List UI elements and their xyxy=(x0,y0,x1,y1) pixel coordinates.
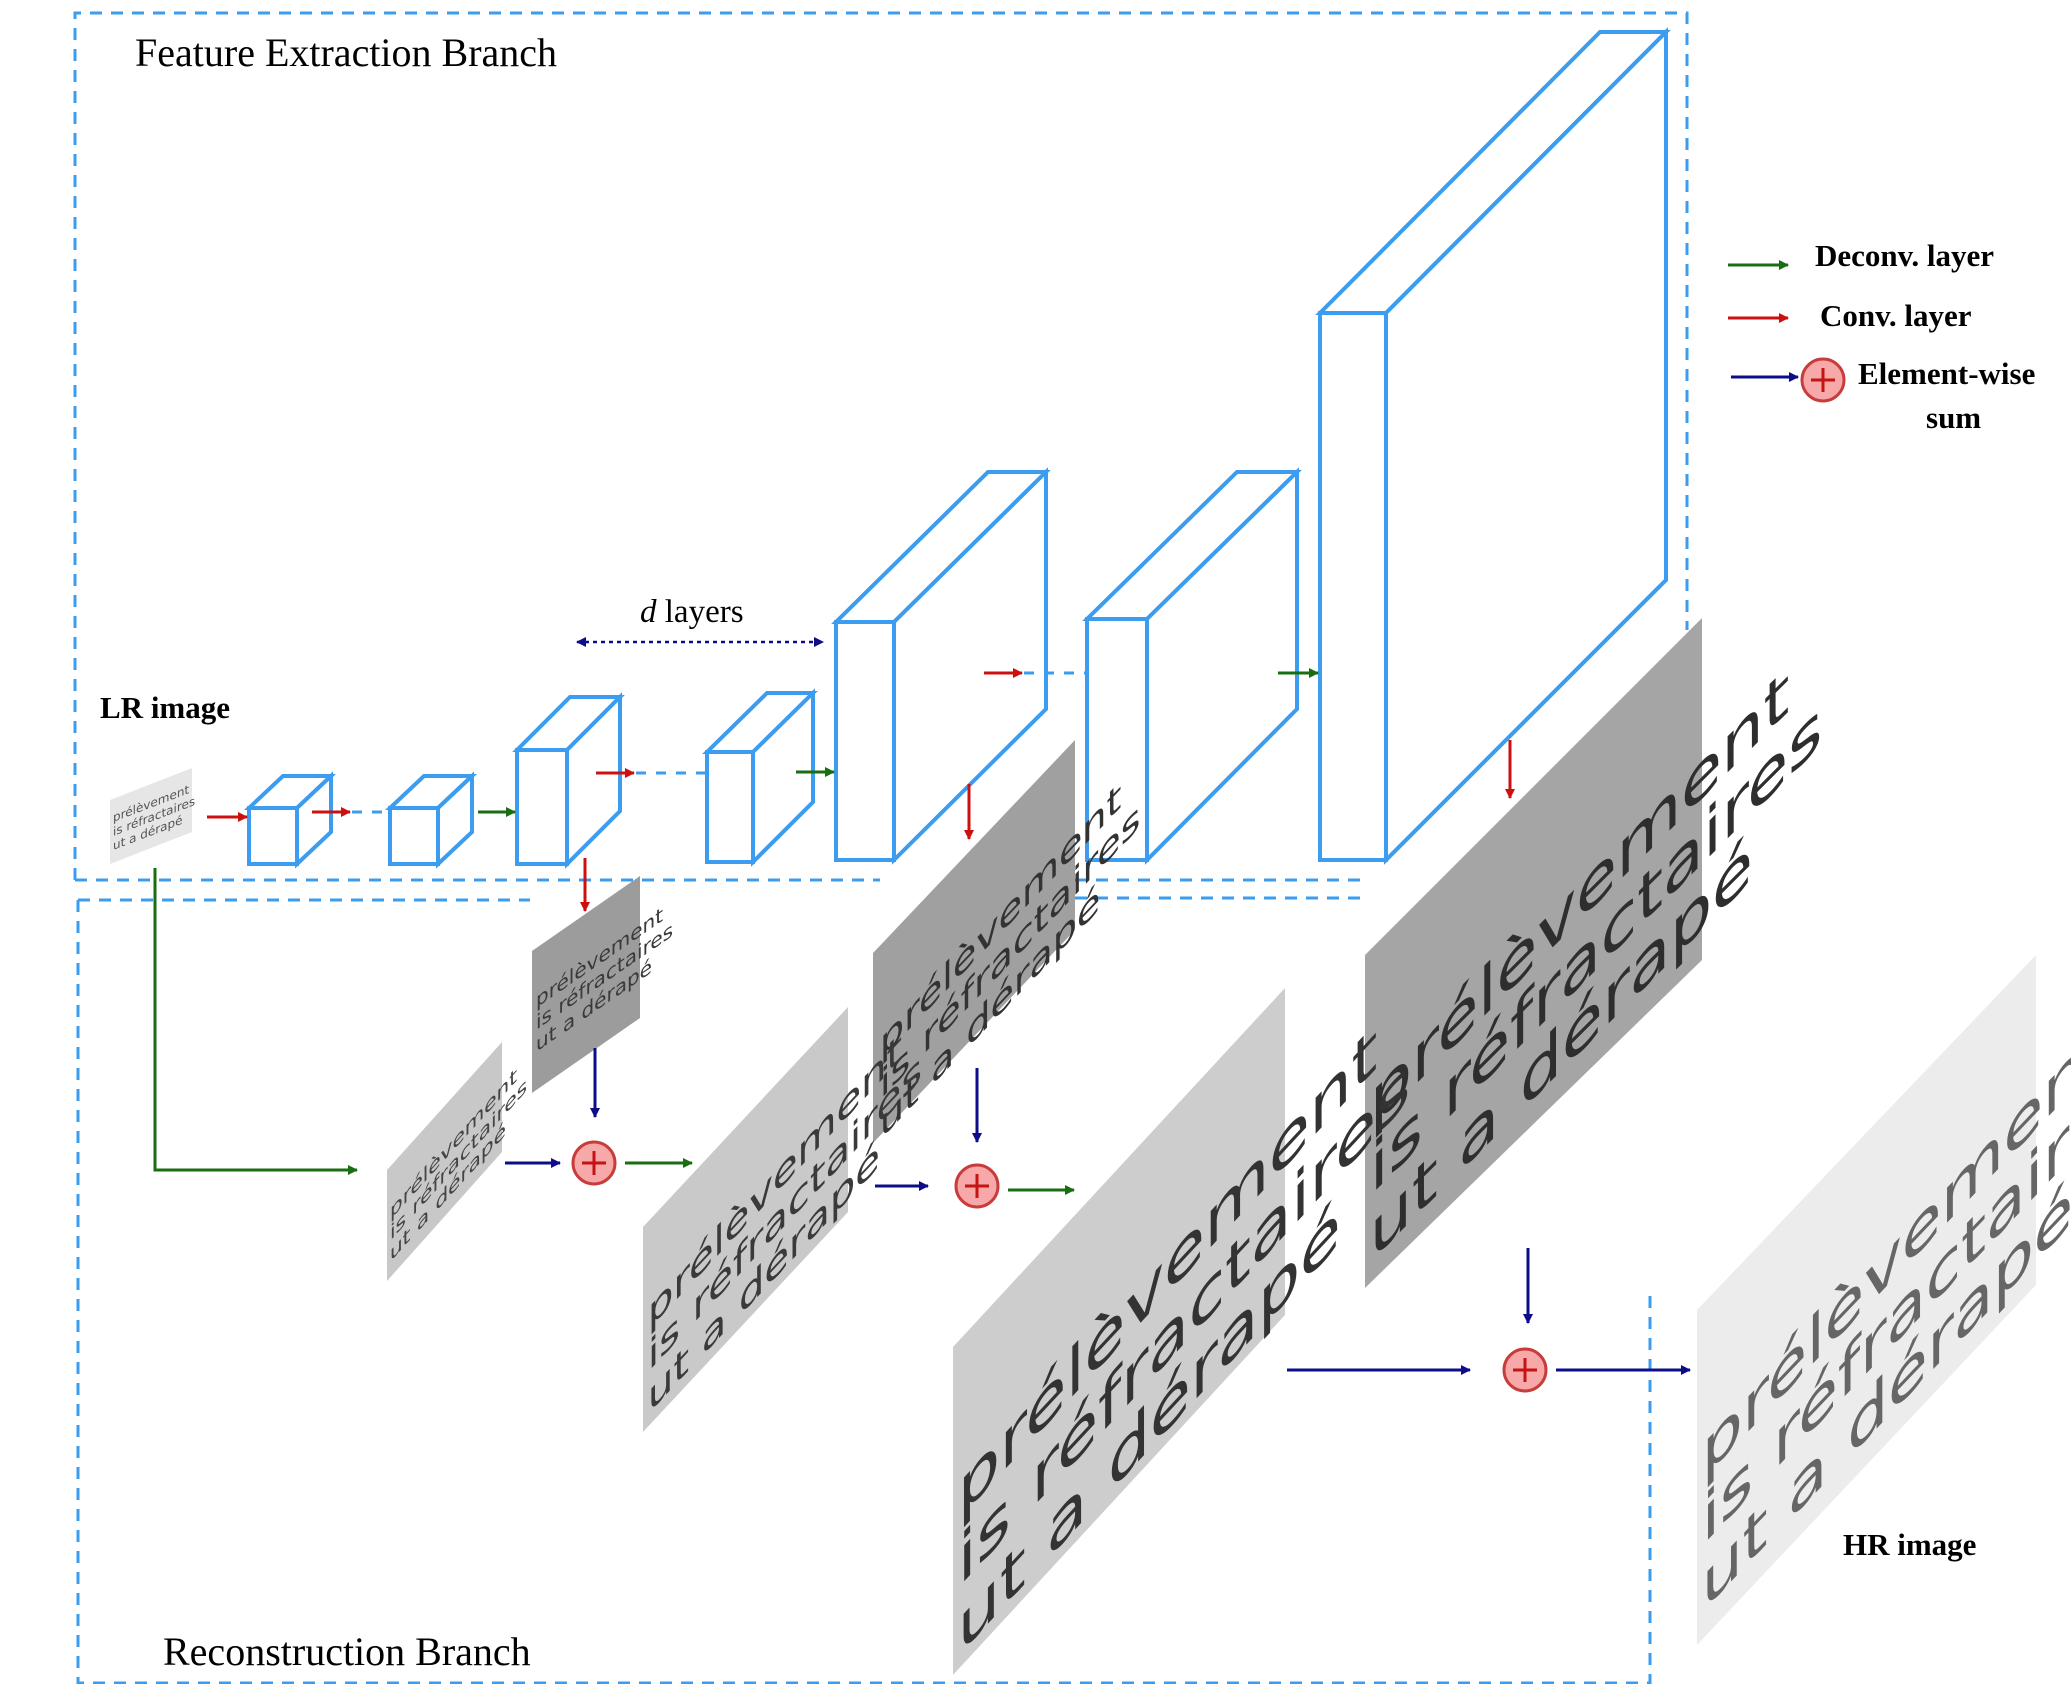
d-layers-text: layers xyxy=(657,594,744,630)
feature-extraction-branch-label: Feature Extraction Branch xyxy=(135,30,557,75)
legend-deconv-label: Deconv. layer xyxy=(1815,238,1994,273)
feature-extraction-boundary xyxy=(73,11,1689,882)
feature-block-4 xyxy=(702,688,818,867)
residual-image-1: prélèvement is réfractaires ut a dérapé xyxy=(532,876,673,1093)
feature-block-3 xyxy=(512,692,625,869)
upsampled-image-2: prélèvement is réfractaires ut a dérapé xyxy=(643,1007,922,1432)
d-layers-label: d layers xyxy=(640,594,744,630)
legend: Deconv. layer Conv. layer Element-wise s… xyxy=(1728,238,2035,435)
feature-block-5 xyxy=(831,467,1051,865)
element-wise-sum-3 xyxy=(1502,1347,1548,1393)
legend-sum-label-line1: Element-wise xyxy=(1858,356,2035,391)
feature-block-2 xyxy=(384,771,478,869)
legend-conv-label: Conv. layer xyxy=(1820,298,1972,333)
lr-image-label: LR image xyxy=(100,690,230,725)
legend-sum-node xyxy=(1800,357,1846,403)
lr-image: prélèvement is réfractaires ut a dérapé xyxy=(110,768,195,864)
skip-deconv-arrow xyxy=(153,868,358,1175)
feature-block-7 xyxy=(1315,27,1671,865)
feature-block-1 xyxy=(243,771,337,869)
d-layers-variable: d xyxy=(640,594,657,630)
feature-block-6 xyxy=(1082,467,1302,865)
legend-sum-label-line2: sum xyxy=(1926,400,1981,435)
reconstruction-branch-label: Reconstruction Branch xyxy=(163,1629,531,1674)
element-wise-sum-1 xyxy=(571,1140,617,1186)
hr-image-label: HR image xyxy=(1843,1527,1976,1562)
reconstruction-boundary xyxy=(76,896,1652,1684)
upsampled-image-3: prélèvement is réfractaires ut a dérapé xyxy=(953,988,1410,1675)
element-wise-sum-2 xyxy=(954,1163,1000,1209)
